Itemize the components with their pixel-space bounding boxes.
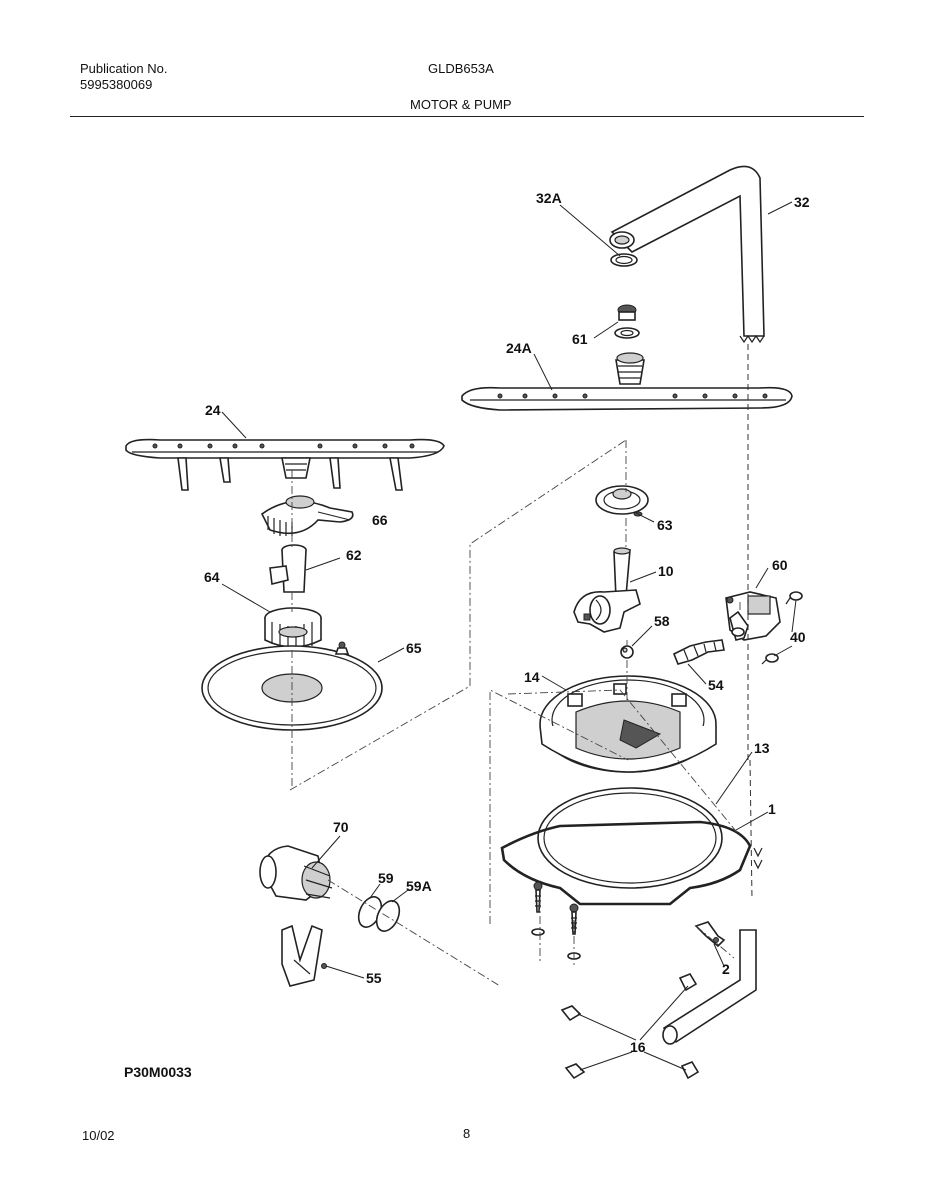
part-32a-seal [610, 253, 638, 267]
part-58-ball [620, 645, 634, 659]
label-1: 1 [768, 801, 776, 817]
label-32: 32 [794, 194, 810, 210]
label-59: 59 [378, 870, 394, 886]
header-rule [70, 116, 864, 117]
part-62-inlet-tube [269, 544, 307, 593]
label-24a: 24A [506, 340, 532, 356]
part-10-pump-assembly [573, 547, 641, 633]
part-55-bracket [281, 924, 327, 987]
part-70-motor [259, 845, 333, 901]
publication-label: Publication No. [80, 61, 168, 76]
label-66: 66 [372, 512, 388, 528]
part-labels: 32A 32 61 24A 24 66 63 62 10 60 64 58 40… [204, 190, 810, 1055]
label-62: 62 [346, 547, 362, 563]
label-65: 65 [406, 640, 422, 656]
part-2-clip [694, 921, 726, 948]
publication-number: 5995380069 [80, 77, 153, 92]
part-66-chopper-blade [260, 495, 354, 536]
label-54: 54 [708, 677, 724, 693]
part-64-pump-housing [264, 607, 322, 650]
lower-tube [662, 929, 757, 1045]
section-title: MOTOR & PUMP [410, 97, 512, 112]
label-61: 61 [572, 331, 588, 347]
label-55: 55 [366, 970, 382, 986]
part-14-sump [539, 675, 717, 773]
footer-date: 10/02 [82, 1128, 115, 1143]
label-13: 13 [754, 740, 770, 756]
label-58: 58 [654, 613, 670, 629]
label-40: 40 [790, 629, 806, 645]
part-13-gasket [537, 787, 723, 889]
part-24-lower-spray-arm [125, 438, 445, 491]
label-64: 64 [204, 569, 220, 585]
screw-right [567, 903, 581, 960]
part-16-grommets [560, 973, 700, 1080]
label-59a: 59A [406, 878, 432, 894]
label-10: 10 [658, 563, 674, 579]
part-40-clips [761, 591, 803, 665]
part-61-nut [614, 304, 640, 339]
label-63: 63 [657, 517, 673, 533]
assembly-lines [289, 344, 753, 987]
label-32a: 32A [536, 190, 562, 206]
page-number: 8 [463, 1126, 471, 1141]
model-number: GLDB653A [428, 61, 494, 76]
part-63-filter-cap [595, 485, 649, 517]
part-60-drain-valve [725, 591, 781, 641]
label-60: 60 [772, 557, 788, 573]
screw-left [531, 881, 545, 936]
label-70: 70 [333, 819, 349, 835]
label-2: 2 [722, 961, 730, 977]
diagram-code: P30M0033 [124, 1064, 192, 1080]
label-24: 24 [205, 402, 221, 418]
label-16: 16 [630, 1039, 646, 1055]
part-1-base-gasket [500, 820, 763, 906]
label-14: 14 [524, 669, 540, 685]
part-54-drain-hose [672, 639, 725, 665]
part-32-feed-tube [609, 165, 765, 344]
leader-lines [221, 201, 797, 1071]
part-24a-upper-spray-arm [461, 352, 793, 411]
